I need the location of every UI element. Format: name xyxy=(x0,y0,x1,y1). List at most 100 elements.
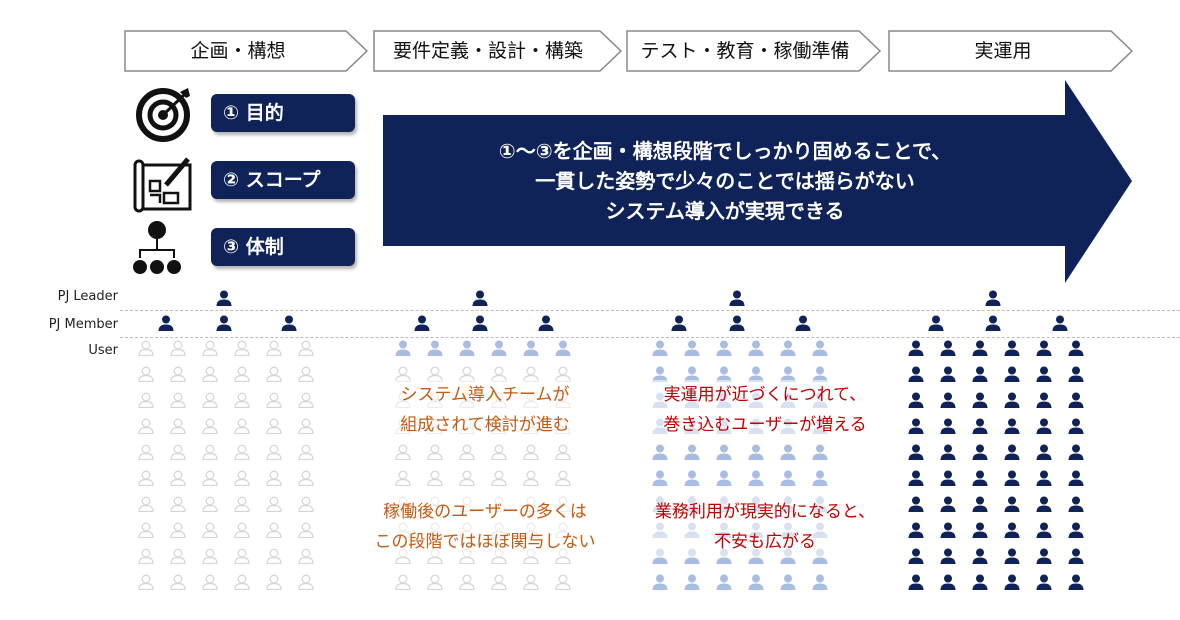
person-icon xyxy=(233,470,251,487)
person-icon xyxy=(971,340,989,356)
person-icon xyxy=(1003,392,1021,408)
person-icon xyxy=(747,470,765,486)
person-icon xyxy=(1003,340,1021,356)
person-icon xyxy=(280,315,298,331)
person-icon xyxy=(907,444,925,460)
person-icon xyxy=(394,444,412,461)
person-icon xyxy=(554,470,572,487)
person-icon xyxy=(907,496,925,512)
person-icon xyxy=(907,392,925,408)
arrow-line: 一貫した姿勢で少々のことでは揺らがない xyxy=(535,169,915,193)
person-icon xyxy=(169,470,187,487)
person-icon xyxy=(1003,522,1021,538)
person-icon xyxy=(939,392,957,408)
person-icon xyxy=(939,548,957,564)
phase-label: 実運用 xyxy=(974,40,1032,62)
person-icon xyxy=(811,340,829,356)
person-icon xyxy=(683,444,701,460)
person-icon xyxy=(683,470,701,486)
person-icon xyxy=(426,470,444,487)
row-label-leader: PJ Leader xyxy=(57,289,118,304)
person-icon xyxy=(1067,444,1085,460)
org-chart-icon xyxy=(133,221,181,274)
person-icon xyxy=(201,418,219,435)
person-icon xyxy=(137,470,155,487)
person-icon xyxy=(747,574,765,590)
pillar-icons xyxy=(133,88,192,274)
person-icon xyxy=(939,496,957,512)
person-icon xyxy=(907,574,925,590)
blueprint-icon xyxy=(133,157,192,213)
person-icon xyxy=(137,418,155,435)
person-icon xyxy=(233,522,251,539)
pillar-structure: ③ 体制 xyxy=(211,228,355,266)
person-icon xyxy=(297,392,315,409)
person-icon xyxy=(651,574,669,590)
person-icon xyxy=(394,574,412,591)
person-icon xyxy=(169,444,187,461)
note-line: 稼働後のユーザーの多くは xyxy=(383,502,587,522)
person-icon xyxy=(201,522,219,539)
person-icon xyxy=(394,340,412,356)
person-icon xyxy=(137,548,155,565)
note-line: 不安も広がる xyxy=(714,532,816,552)
person-icon xyxy=(554,340,572,356)
big-arrow xyxy=(383,80,1132,283)
person-icon xyxy=(1067,392,1085,408)
person-icon xyxy=(537,315,555,331)
person-icon xyxy=(554,366,572,383)
person-icon xyxy=(1067,340,1085,356)
person-icon xyxy=(394,470,412,487)
person-icon xyxy=(215,290,233,306)
person-icon xyxy=(233,444,251,461)
person-icon xyxy=(1035,548,1053,564)
arrow-message: ①～③を企画・構想段階でしっかり固めることで、 一貫した姿勢で少々のことでは揺ら… xyxy=(420,136,1030,226)
person-icon xyxy=(522,366,540,383)
divider xyxy=(120,337,1180,338)
person-icon xyxy=(971,548,989,564)
person-icon xyxy=(265,548,283,565)
person-icon xyxy=(490,366,508,383)
person-icon xyxy=(458,366,476,383)
person-icon xyxy=(169,340,187,357)
person-icon xyxy=(233,392,251,409)
note-line: 組成されて検討が進む xyxy=(400,415,570,435)
person-icon xyxy=(426,444,444,461)
person-icon xyxy=(1035,366,1053,382)
person-icon xyxy=(811,444,829,460)
person-icon xyxy=(971,522,989,538)
person-icon xyxy=(984,315,1002,331)
person-icon xyxy=(265,392,283,409)
person-icon xyxy=(1035,392,1053,408)
person-icon xyxy=(265,444,283,461)
person-icon xyxy=(297,496,315,513)
person-icon xyxy=(1003,496,1021,512)
note-line: 実運用が近づくにつれて、 xyxy=(663,385,867,405)
person-icon xyxy=(522,444,540,461)
person-icon xyxy=(683,574,701,590)
person-icon xyxy=(1051,315,1069,331)
person-icon xyxy=(297,574,315,591)
person-icon xyxy=(297,366,315,383)
phase-label: 要件定義・設計・構築 xyxy=(392,40,583,62)
person-icon xyxy=(201,496,219,513)
person-icon xyxy=(471,315,489,331)
person-icon xyxy=(458,444,476,461)
person-icon xyxy=(1003,574,1021,590)
arrow-line: システム導入が実現できる xyxy=(605,199,845,223)
person-icon xyxy=(811,470,829,486)
person-icon xyxy=(939,444,957,460)
person-icon xyxy=(1035,444,1053,460)
person-icon xyxy=(169,522,187,539)
person-icon xyxy=(907,418,925,434)
person-icon xyxy=(1003,470,1021,486)
person-icon xyxy=(1067,418,1085,434)
person-icon xyxy=(1035,496,1053,512)
note-line: システム導入チームが xyxy=(400,385,570,405)
person-icon xyxy=(779,444,797,460)
person-icon xyxy=(297,340,315,357)
note-line: この段階ではほぼ関与しない xyxy=(374,532,596,552)
person-icon xyxy=(794,315,812,331)
person-icon xyxy=(1035,418,1053,434)
person-icon xyxy=(1035,340,1053,356)
